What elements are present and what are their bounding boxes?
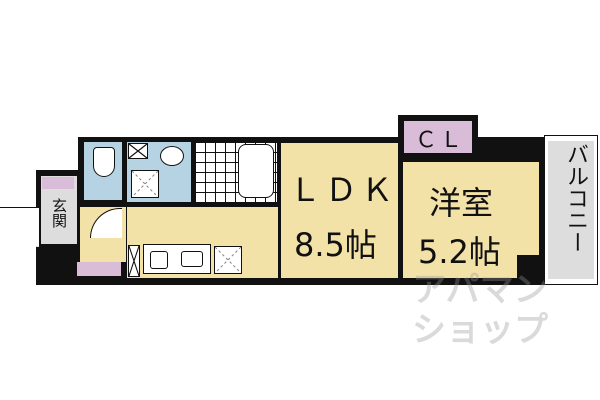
closet-label: ＣＬ bbox=[415, 128, 466, 153]
washer-space-icon bbox=[131, 170, 159, 198]
closet bbox=[402, 119, 474, 155]
ldk-room bbox=[281, 143, 398, 278]
kitchen-sink-icon bbox=[181, 251, 203, 267]
balcony-label: バルコニー bbox=[563, 143, 588, 253]
entrance-label: 玄関 bbox=[50, 198, 68, 228]
sink-icon bbox=[160, 146, 184, 166]
watermark: アパマンショップ bbox=[412, 270, 548, 350]
ldk-size: 8.5帖 bbox=[294, 226, 377, 264]
entrance-shelf bbox=[42, 177, 74, 189]
toilet-icon bbox=[93, 147, 115, 177]
storage-x-icon bbox=[128, 143, 148, 159]
pillar bbox=[517, 255, 541, 279]
fridge-space-icon bbox=[128, 245, 140, 277]
western-room-size: 5.2帖 bbox=[418, 233, 501, 271]
kitchen-counter bbox=[143, 244, 211, 274]
balcony-floor bbox=[548, 141, 594, 279]
bathtub-icon bbox=[238, 144, 274, 198]
ldk-label: ＬＤＫ bbox=[289, 171, 398, 209]
appliance-space-icon bbox=[214, 246, 242, 274]
entrance-door[interactable] bbox=[0, 207, 40, 247]
hall-shelf bbox=[77, 262, 121, 276]
western-room-label: 洋室 bbox=[429, 184, 494, 222]
western-room bbox=[403, 162, 539, 278]
stove-icon bbox=[150, 251, 168, 269]
